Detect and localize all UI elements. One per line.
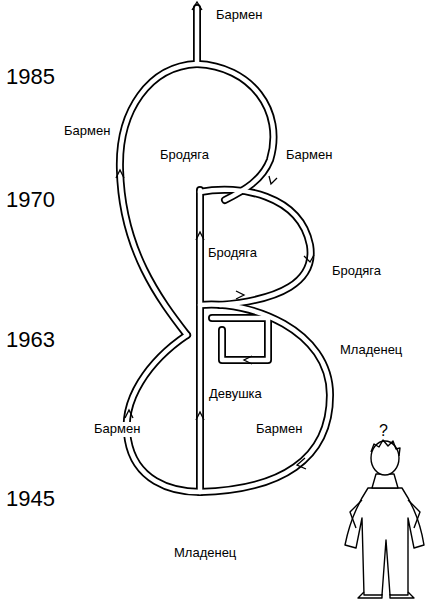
- observer-figure: [345, 440, 424, 598]
- role-label: Бармен: [284, 148, 334, 163]
- year-label: 1963: [4, 327, 57, 352]
- role-label: Младенец: [172, 546, 238, 561]
- year-label: 1985: [4, 64, 57, 89]
- role-label: Девушка: [207, 387, 264, 402]
- role-label: Бармен: [62, 124, 112, 139]
- role-label: Бармен: [254, 422, 304, 437]
- loop-tube: [120, 8, 330, 492]
- question-mark: ?: [377, 422, 390, 440]
- role-label: Бродяга: [158, 148, 211, 163]
- role-label: Бродяга: [206, 246, 259, 261]
- role-label: Бродяга: [330, 264, 383, 279]
- year-label: 1970: [4, 187, 57, 212]
- role-label: Бармен: [92, 422, 142, 437]
- arrow-heads: [116, 2, 314, 469]
- year-label: 1945: [4, 486, 57, 511]
- role-label: Младенец: [338, 343, 404, 358]
- role-label: Бармен: [214, 8, 264, 23]
